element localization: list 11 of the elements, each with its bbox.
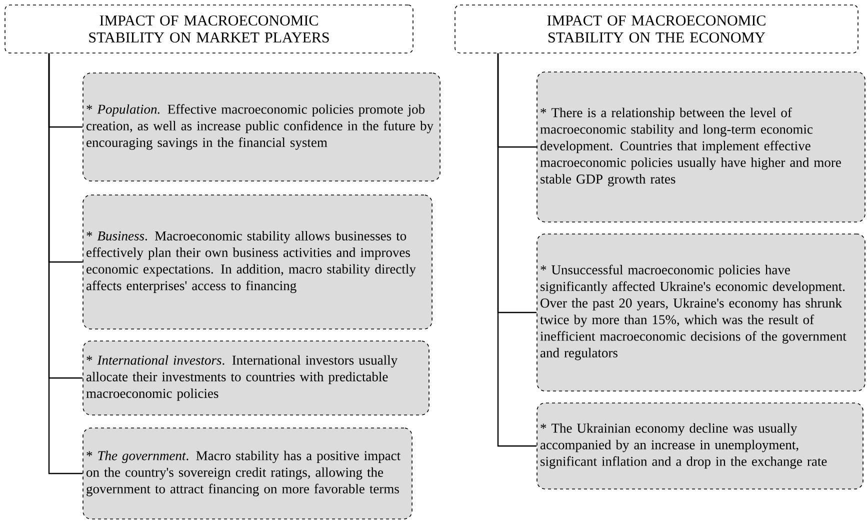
heading-box: IMPACT OF MACROECONOMIC STABILITY ON THE ECONOMY (454, 4, 858, 54)
text-box: *The government. Macro stability has a positive impact on the country's sovereign credit ratings, allowing the government to attract financing on more favorable terms (82, 428, 412, 520)
text-box: * There is a relationship between the level of macroeconomic stability and long-term economic development. Countries that implement effective macroeconomic policies usually have higher and more stable GDP growth rates (536, 72, 866, 222)
text-box: * Unsuccessful macroeconomic policies have significantly affected Ukraine's economic development. Over the past 20 years, Ukraine's economy has shrunk twice by more than 15%, which was the result of inefficient macroeconomic decisions of the government and regulators (536, 234, 866, 392)
text-box: * The Ukrainian economy decline was usually accompanied by an increase in unemployment, significant inflation and a drop in the exchange rate (536, 402, 864, 490)
text-box: *Population. Effective macroeconomic policies promote job creation, as well as increase public confidence in the future by encouraging savings in the financial system (82, 72, 440, 182)
heading-box: IMPACT OF MACROECONOMIC STABILITY ON MARKET PLAYERS (4, 4, 414, 54)
connector-line (497, 53, 537, 447)
text-box: *International investors. International investors usually allocate their investments to countries with predictable macroeconomic policies (82, 340, 430, 416)
text-box: *Business. Macroeconomic stability allows businesses to effectively plan their own business activities and improves economic expectations. In addition, macro stability directly affects enterprises' access to financing (82, 194, 432, 330)
connector-line (48, 53, 83, 474)
